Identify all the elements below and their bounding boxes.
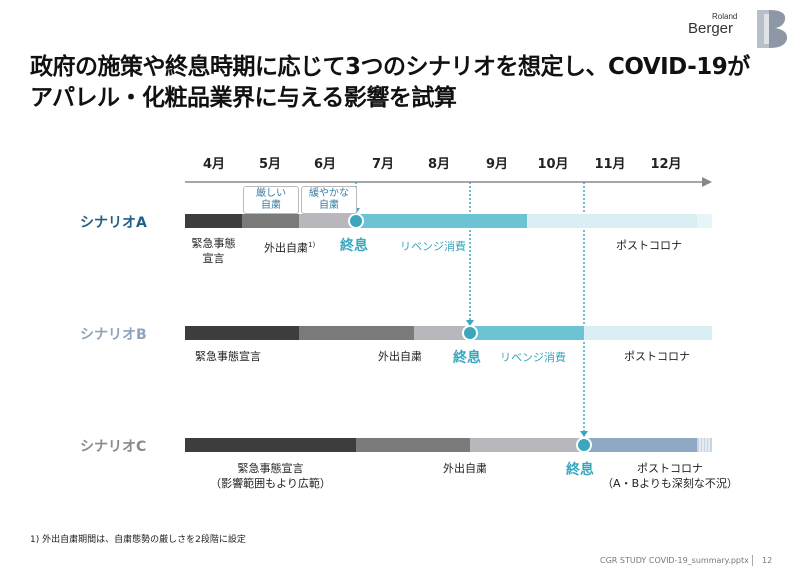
scenario-a-revenge-label: リベンジ消費 [400, 240, 466, 253]
month-label: 10月 [537, 157, 569, 172]
scenario-b-restriction-note: 外出自粛 [378, 350, 422, 363]
scenario-a-label: シナリオA [80, 215, 147, 231]
bar-a-post-tail [697, 214, 712, 228]
scenario-c-end-label: 終息 [566, 462, 594, 478]
bar-b-post [584, 326, 712, 340]
logo-roland: Roland [712, 12, 738, 21]
bar-a-restriction-mild [299, 214, 356, 228]
scenario-a-restriction-note: 外出自粛1) [264, 241, 316, 255]
bar-b-restriction-mild [414, 326, 470, 340]
title-line-2: アパレル・化粧品業界に与える影響を試算 [30, 85, 457, 111]
scenario-c-restriction-note: 外出自粛 [443, 462, 487, 475]
bracket-strict: 厳しい 自粛 [243, 186, 299, 214]
scenario-b-revenge-label: リベンジ消費 [500, 351, 566, 364]
end-marker-a [348, 213, 364, 229]
month-label: 4月 [202, 157, 226, 172]
title-line-1: 政府の施策や終息時期に応じて3つのシナリオを想定し、COVID-19が [30, 54, 750, 80]
bar-b-restriction-strict [299, 326, 414, 340]
scenario-b-label: シナリオB [80, 327, 147, 343]
bar-b-emergency [185, 326, 299, 340]
month-label: 12月 [650, 157, 682, 172]
footer-divider [752, 555, 753, 566]
bar-c-restriction-mild [470, 438, 584, 452]
page-title: 政府の施策や終息時期に応じて3つのシナリオを想定し、COVID-19が アパレル… [30, 52, 750, 114]
scenario-a-emergency-note: 緊急事態 宣言 [191, 237, 236, 265]
page-number: 12 [762, 556, 773, 565]
bar-a-post [527, 214, 697, 228]
month-label: 11月 [594, 157, 626, 172]
bar-c-post [584, 438, 697, 452]
bar-b-revenge [470, 326, 584, 340]
end-marker-c [576, 437, 592, 453]
timeline-arrowhead [702, 177, 712, 187]
month-label: 8月 [427, 157, 451, 172]
scenario-c-post-label: ポストコロナ （A・Bよりも深刻な不況） [602, 462, 738, 490]
scenario-c-emergency-note: 緊急事態宣言 （影響範囲もより広範） [210, 462, 331, 490]
logo-mark-icon [757, 10, 788, 48]
bar-a-revenge [356, 214, 527, 228]
bar-c-restriction-strict [356, 438, 470, 452]
month-label: 9月 [485, 157, 509, 172]
logo-berger: Berger [688, 20, 734, 37]
scenario-a-post-label: ポストコロナ [616, 239, 682, 252]
end-marker-b [462, 325, 478, 341]
scenario-b-end-label: 終息 [453, 350, 481, 366]
scenario-b-emergency-note: 緊急事態宣言 [195, 350, 261, 363]
scenario-b-post-label: ポストコロナ [624, 350, 690, 363]
month-label: 5月 [258, 157, 282, 172]
drop-arrow-c [580, 431, 588, 437]
bracket-mild: 緩やかな 自粛 [301, 186, 357, 214]
month-label: 6月 [313, 157, 337, 172]
scenario-c-label: シナリオC [80, 439, 147, 455]
footer-filename: CGR STUDY COVID-19_summary.pptx [600, 556, 749, 565]
bar-a-emergency [185, 214, 242, 228]
footnote: 1) 外出自粛期間は、自粛態勢の厳しさを2段階に設定 [30, 535, 246, 545]
drop-arrow-b [466, 320, 474, 326]
month-label: 7月 [371, 157, 395, 172]
bar-c-post-tail [697, 438, 712, 452]
scenario-a-end-label: 終息 [340, 238, 368, 254]
bar-a-restriction-strict [242, 214, 299, 228]
bar-c-emergency [185, 438, 356, 452]
